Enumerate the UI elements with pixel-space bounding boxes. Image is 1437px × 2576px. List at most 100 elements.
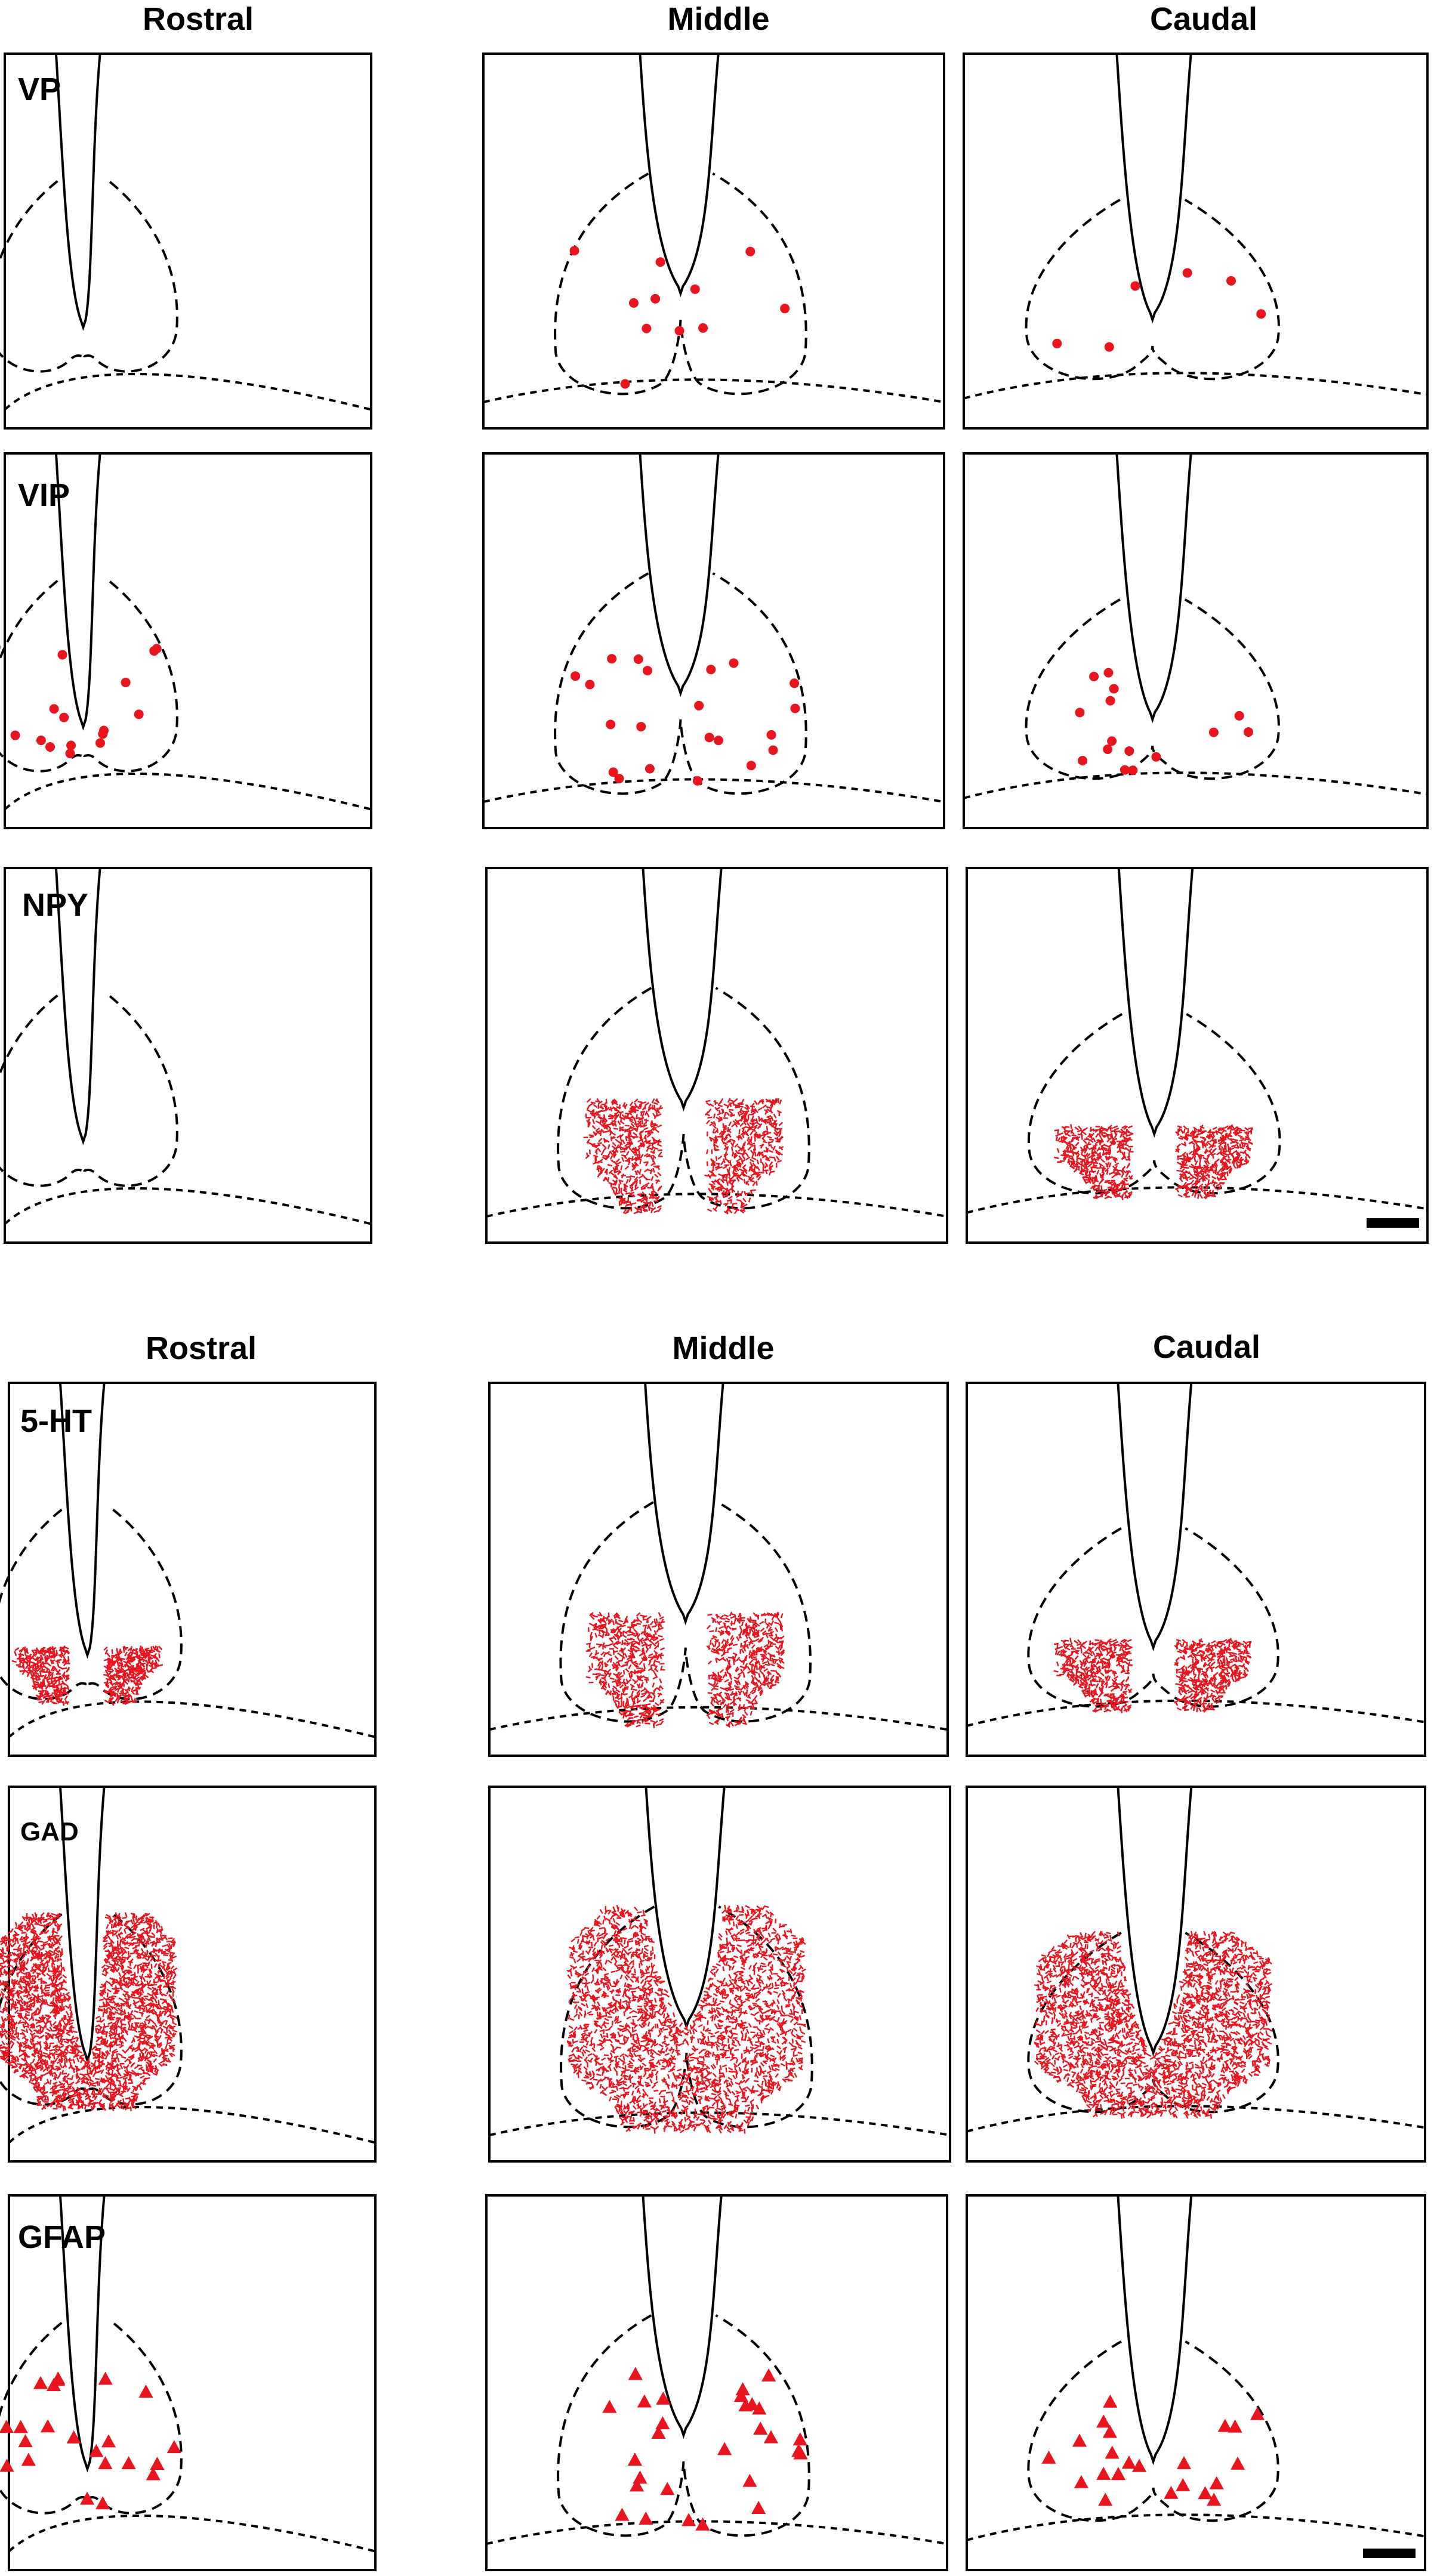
stipple-mark bbox=[1094, 1144, 1097, 1150]
stipple-mark bbox=[650, 1208, 653, 1213]
stipple-mark bbox=[624, 1210, 630, 1215]
stipple-mark bbox=[1188, 1150, 1194, 1155]
cell-marker-dot bbox=[1052, 338, 1062, 348]
panel-0-0-1 bbox=[482, 52, 945, 430]
stipple-mark bbox=[625, 1113, 630, 1118]
stipple-mark bbox=[757, 1107, 763, 1111]
stipple-mark bbox=[654, 1707, 657, 1712]
stipple-mark bbox=[738, 1148, 743, 1152]
stipple-mark bbox=[602, 1124, 608, 1128]
stipple-mark bbox=[755, 1173, 761, 1178]
stipple-mark bbox=[709, 1122, 714, 1126]
stipple-mark bbox=[732, 1101, 735, 1106]
panel-grid bbox=[0, 52, 1429, 2571]
stipple-mark bbox=[747, 1128, 753, 1131]
cell-marker-dot bbox=[606, 719, 616, 730]
cell-marker-dot bbox=[36, 736, 46, 746]
stipple-mark bbox=[646, 1153, 651, 1158]
stipple-mark bbox=[778, 1135, 784, 1141]
stipple-mark bbox=[724, 1620, 730, 1623]
stipple-mark bbox=[625, 1136, 628, 1142]
stipple-mark bbox=[769, 1161, 773, 1166]
stipple-mark bbox=[712, 1125, 717, 1129]
stipple-mark bbox=[631, 1148, 637, 1152]
stipple-mark bbox=[739, 1110, 745, 1113]
stipple-mark bbox=[630, 1110, 635, 1113]
cell-marker-dot bbox=[692, 776, 702, 786]
stipple-mark bbox=[595, 1100, 600, 1102]
stipple-mark bbox=[1195, 1141, 1198, 1147]
panel-frame bbox=[4, 867, 372, 1244]
stipple-mark bbox=[605, 1644, 610, 1647]
stipple-mark bbox=[647, 1107, 652, 1112]
stipple-mark bbox=[603, 1126, 609, 1129]
stipple-mark bbox=[647, 1103, 652, 1108]
cell-marker-dot bbox=[636, 722, 646, 732]
stipple-mark bbox=[711, 1164, 716, 1166]
stipple-mark bbox=[593, 1104, 598, 1108]
stipple-mark bbox=[609, 1150, 613, 1156]
stipple-mark bbox=[612, 1186, 618, 1190]
stipple-mark bbox=[747, 1146, 752, 1151]
cell-marker-dot bbox=[694, 700, 704, 711]
stipple-mark bbox=[1205, 1167, 1208, 1172]
stipple-mark bbox=[734, 1614, 736, 1620]
stipple-mark bbox=[639, 1169, 642, 1174]
stipple-mark bbox=[1100, 1185, 1103, 1191]
stipple-mark bbox=[750, 1136, 753, 1141]
stipple-mark bbox=[609, 1131, 612, 1136]
stipple-mark bbox=[750, 1159, 755, 1163]
stipple-mark bbox=[635, 1117, 641, 1120]
stipple-mark bbox=[619, 1198, 624, 1202]
stipple-mark bbox=[714, 1200, 719, 1205]
stipple-mark bbox=[612, 1695, 615, 1701]
stipple-mark bbox=[642, 1624, 647, 1627]
stipple-mark bbox=[739, 1122, 744, 1127]
stipple-mark bbox=[717, 1104, 723, 1107]
stipple-mark bbox=[721, 1190, 725, 1195]
cell-marker-dot bbox=[99, 725, 109, 736]
cell-marker-dot bbox=[690, 284, 700, 294]
stipple-mark bbox=[1100, 1159, 1105, 1163]
stipple-mark bbox=[755, 1118, 758, 1123]
stipple-mark bbox=[593, 1161, 598, 1165]
stipple-mark bbox=[717, 1155, 723, 1160]
stipple-mark bbox=[622, 1678, 625, 1684]
stipple-mark bbox=[646, 1133, 652, 1138]
stipple-mark bbox=[52, 1687, 57, 1689]
stipple-mark bbox=[108, 1675, 113, 1678]
stipple-mark bbox=[740, 1200, 745, 1205]
stipple-mark bbox=[748, 1176, 753, 1181]
stipple-mark bbox=[1109, 1129, 1115, 1133]
stipple-mark bbox=[639, 1130, 645, 1133]
cell-marker-dot bbox=[134, 709, 144, 719]
stipple-mark bbox=[1183, 1128, 1186, 1133]
stipple-mark bbox=[587, 1098, 591, 1103]
stipple-mark bbox=[624, 1183, 628, 1188]
stipple-mark bbox=[646, 1144, 652, 1148]
cell-marker-dot bbox=[569, 246, 579, 256]
stipple-mark bbox=[1112, 1138, 1118, 1141]
stipple-mark bbox=[732, 1660, 735, 1666]
stipple-mark bbox=[735, 1104, 739, 1109]
stipple-mark bbox=[1116, 1140, 1122, 1143]
stipple-mark bbox=[610, 1172, 615, 1176]
stipple-mark bbox=[733, 1167, 738, 1173]
column-title-middle: Middle bbox=[673, 1330, 775, 1366]
cell-marker-dot bbox=[1124, 746, 1134, 756]
stipple-mark bbox=[775, 1633, 778, 1639]
stipple-mark bbox=[640, 1706, 645, 1709]
stipple-mark bbox=[603, 1138, 606, 1143]
stipple-mark bbox=[643, 1153, 649, 1157]
stipple-mark bbox=[759, 1144, 764, 1147]
stipple-mark bbox=[1112, 1125, 1118, 1129]
cell-marker-dot bbox=[1130, 281, 1140, 291]
panel-0-1-0 bbox=[0, 452, 372, 829]
stipple-mark bbox=[727, 1098, 731, 1103]
stipple-mark bbox=[773, 1129, 778, 1134]
stipple-mark bbox=[1183, 1125, 1188, 1130]
stipple-mark bbox=[1056, 1148, 1060, 1153]
stipple-mark bbox=[713, 1120, 717, 1126]
stipple-mark bbox=[1220, 1153, 1225, 1157]
stipple-mark bbox=[751, 1172, 756, 1176]
